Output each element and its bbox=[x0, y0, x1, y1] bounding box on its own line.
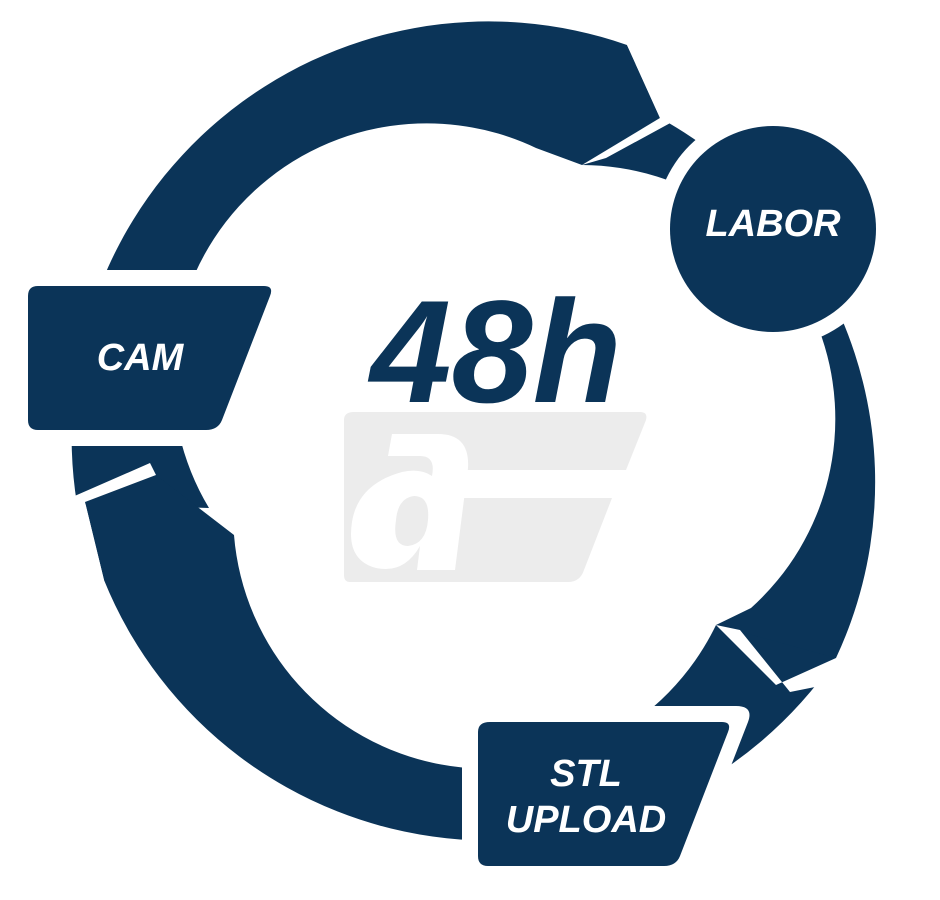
stl-label-line1: STL bbox=[550, 753, 622, 795]
labor-label: LABOR bbox=[705, 203, 841, 245]
a-glyph bbox=[351, 434, 469, 570]
node-stl-upload: STL UPLOAD bbox=[462, 706, 750, 882]
node-labor: LABOR bbox=[655, 111, 891, 347]
cam-label: CAM bbox=[97, 337, 185, 379]
arrow-cam-to-labor bbox=[71, 21, 660, 508]
stl-upload-box bbox=[478, 722, 730, 866]
arrow-gaps bbox=[70, 40, 850, 692]
labor-circle bbox=[670, 126, 876, 332]
node-cam: CAM bbox=[12, 270, 292, 446]
cycle-duration-title: 48h bbox=[367, 270, 622, 433]
center-logo bbox=[344, 412, 647, 582]
cam-box bbox=[28, 286, 272, 430]
stl-label-line2: UPLOAD bbox=[506, 799, 666, 841]
